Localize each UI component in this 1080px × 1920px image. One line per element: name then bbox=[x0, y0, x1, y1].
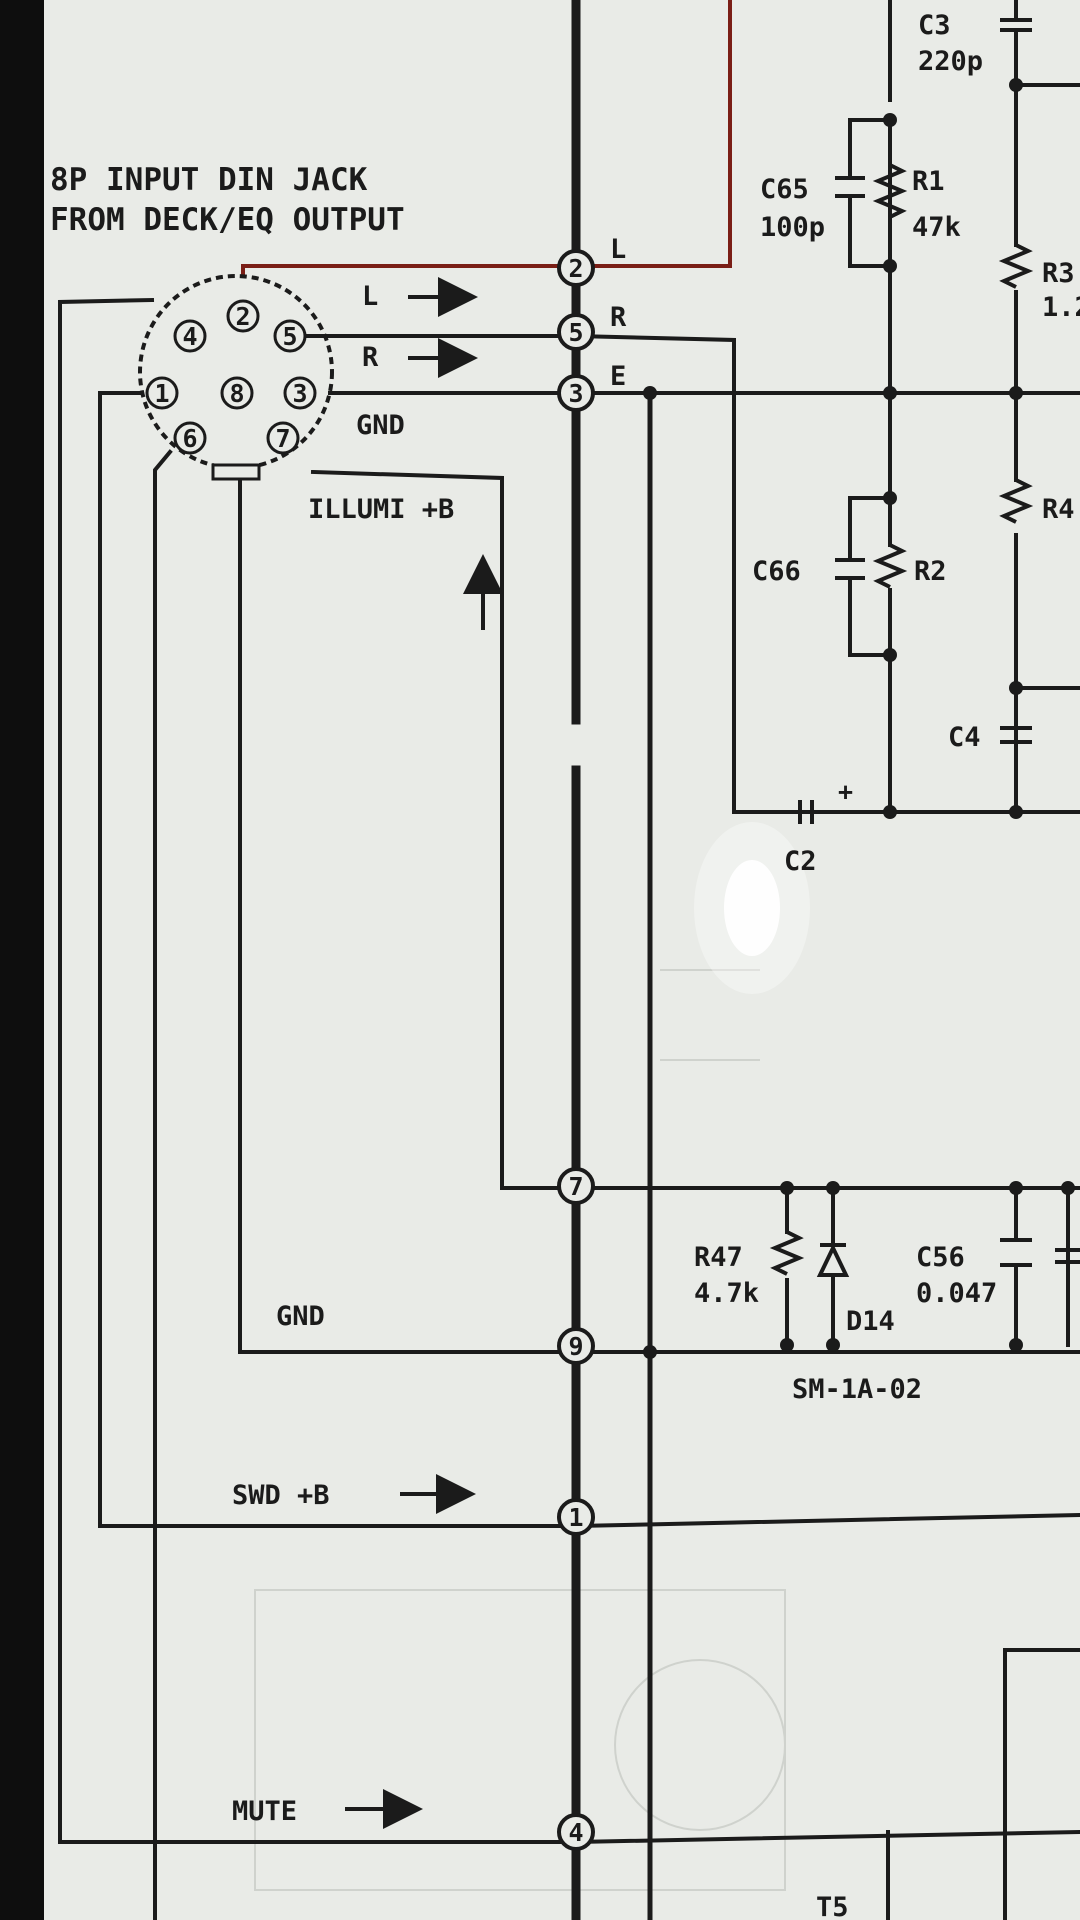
c3-name: C3 bbox=[918, 10, 951, 41]
junction-dots bbox=[643, 78, 1075, 1359]
connector-pin-4 bbox=[557, 1813, 595, 1851]
c56-value: 0.047 bbox=[916, 1278, 997, 1309]
faint-background-traces bbox=[254, 969, 786, 1891]
connector-pin-2 bbox=[557, 249, 595, 287]
connector-side-e: E bbox=[610, 361, 626, 392]
connector-side-l: L bbox=[610, 234, 626, 265]
capacitor-c4-symbol bbox=[1000, 688, 1032, 812]
illumi-b-label: ILLUMI +B bbox=[308, 494, 454, 525]
r1-value: 47k bbox=[912, 212, 961, 243]
swd-b-label: SWD +B bbox=[232, 1480, 330, 1511]
din-pin-number: 6 bbox=[182, 424, 197, 453]
resistor-r3-symbol bbox=[998, 243, 1034, 289]
din-pins bbox=[145, 299, 317, 455]
resistor-r4-symbol bbox=[998, 478, 1034, 524]
capacitor-c2-symbol bbox=[798, 800, 814, 824]
din-pin-8 bbox=[220, 376, 254, 410]
signal-gnd-label: GND bbox=[356, 410, 405, 441]
text-labels: 8P INPUT DIN JACK FROM DECK/EQ OUTPUT L … bbox=[50, 10, 1080, 1920]
din-pin-number: 3 bbox=[292, 379, 307, 408]
jack-title-line1: 8P INPUT DIN JACK bbox=[50, 162, 368, 198]
capacitor-c65-symbol bbox=[835, 176, 865, 198]
component-symbols bbox=[769, 0, 1080, 1277]
resistor-r2-symbol bbox=[872, 543, 908, 589]
c65-name: C65 bbox=[760, 174, 809, 205]
r1-name: R1 bbox=[912, 166, 945, 197]
din-pin-3 bbox=[283, 376, 317, 410]
connector-pin-number: 1 bbox=[568, 1503, 583, 1532]
connector-pin-number: 2 bbox=[568, 254, 583, 283]
capacitor-c66-symbol bbox=[835, 558, 865, 580]
din-pin-numbers: 1 2 3 4 5 6 7 8 bbox=[154, 302, 307, 453]
resistor-r47-symbol bbox=[769, 1230, 805, 1276]
connector-pin-5 bbox=[557, 313, 595, 351]
t5-name: T5 bbox=[816, 1892, 849, 1920]
gnd2-label: GND bbox=[276, 1301, 325, 1332]
d14-name: D14 bbox=[846, 1306, 895, 1337]
c66-name: C66 bbox=[752, 556, 801, 587]
r47-name: R47 bbox=[694, 1242, 743, 1273]
din-pin-number: 4 bbox=[182, 322, 197, 351]
connector-pin-numbers: 2 5 3 7 9 1 4 bbox=[568, 254, 583, 1847]
connector-pin-number: 3 bbox=[568, 379, 583, 408]
din-pin-number: 1 bbox=[154, 379, 169, 408]
connector-pin-1 bbox=[557, 1498, 595, 1536]
signal-r-label: R bbox=[362, 342, 379, 373]
c2-polarity: + bbox=[838, 777, 853, 806]
capacitor-c3-symbol bbox=[1000, 0, 1032, 85]
connector-pin-3 bbox=[557, 374, 595, 412]
connector-pin-number: 7 bbox=[568, 1172, 583, 1201]
din-pin-number: 7 bbox=[275, 424, 290, 453]
din-pin-number: 5 bbox=[282, 322, 297, 351]
diode-d14-symbol bbox=[816, 1243, 850, 1277]
c56-name: C56 bbox=[916, 1242, 965, 1273]
din-pin-6 bbox=[173, 421, 207, 455]
capacitor-c56-symbol bbox=[1000, 1238, 1032, 1267]
signal-arrows bbox=[345, 277, 503, 1829]
r47-value: 4.7k bbox=[694, 1278, 759, 1309]
jack-title-line2: FROM DECK/EQ OUTPUT bbox=[50, 202, 405, 238]
din-jack bbox=[138, 274, 334, 481]
din-pin-7 bbox=[266, 421, 300, 455]
c2-name: C2 bbox=[784, 846, 817, 877]
din-pin-number: 2 bbox=[235, 302, 250, 331]
connector-pins bbox=[557, 249, 595, 1851]
mute-label: MUTE bbox=[232, 1796, 297, 1827]
din-pin-4 bbox=[173, 319, 207, 353]
r3-value: 1.2 bbox=[1042, 292, 1080, 323]
din-pin-2 bbox=[226, 299, 260, 333]
connector-pin-7 bbox=[557, 1167, 595, 1205]
din-pin-5 bbox=[273, 319, 307, 353]
wires bbox=[58, 0, 1080, 1920]
connector-pin-number: 4 bbox=[568, 1818, 583, 1847]
r3-name: R3 bbox=[1042, 258, 1075, 289]
connector-pin-9 bbox=[557, 1327, 595, 1365]
light-glare bbox=[694, 822, 810, 994]
r2-name: R2 bbox=[914, 556, 947, 587]
board-label: SM-1A-02 bbox=[792, 1374, 922, 1405]
din-pin-number: 8 bbox=[229, 379, 244, 408]
c3-value: 220p bbox=[918, 46, 983, 77]
c65-value: 100p bbox=[760, 212, 825, 243]
connector-side-r: R bbox=[610, 302, 627, 333]
connector-pin-number: 9 bbox=[568, 1332, 583, 1361]
r4-name: R4 bbox=[1042, 494, 1075, 525]
resistor-r1-symbol bbox=[872, 163, 908, 219]
c4-name: C4 bbox=[948, 722, 981, 753]
signal-l-label: L bbox=[362, 281, 378, 312]
din-pin-1 bbox=[145, 376, 179, 410]
connector-pin-number: 5 bbox=[568, 318, 583, 347]
